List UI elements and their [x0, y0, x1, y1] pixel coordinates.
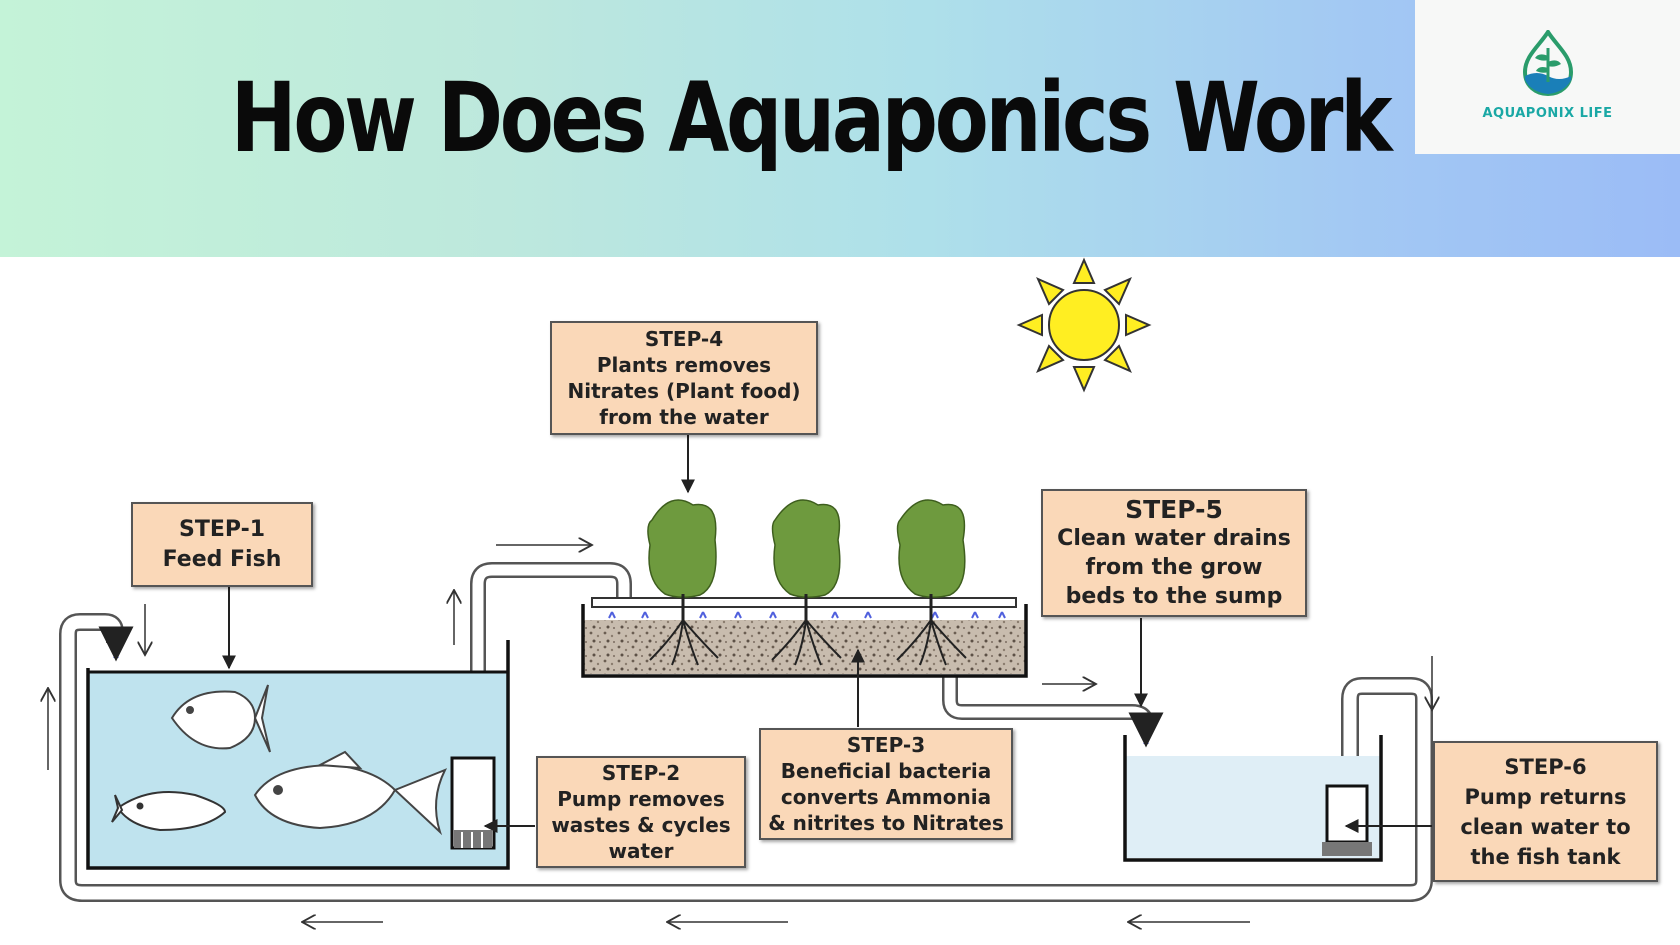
step-3-text-1: Beneficial bacteria	[780, 759, 992, 783]
step-1-box: STEP-1 Feed Fish	[131, 502, 313, 587]
aquaponix-logo-icon	[1522, 30, 1574, 97]
step-2-text-1: Pump removes	[557, 787, 725, 811]
step-4-text-1: Plants removes	[596, 353, 772, 377]
step-3-box: STEP-3 Beneficial bacteria converts Ammo…	[759, 728, 1013, 840]
flow-arrow-icon	[48, 545, 1432, 922]
logo-text: AQUAPONIX LIFE	[1482, 106, 1613, 121]
step-5-text-1: Clean water drains	[1057, 526, 1291, 551]
step-6-text-3: the fish tank	[1470, 844, 1621, 869]
step-5-box: STEP-5 Clean water drains from the grow …	[1041, 489, 1307, 617]
plant-icon	[896, 499, 967, 666]
drip-icons	[608, 611, 1006, 619]
fish-icon	[253, 750, 448, 836]
page-title: How Does Aquaponics Work	[230, 62, 1393, 174]
step-6-text-1: Pump returns	[1464, 784, 1627, 809]
step-6-text-2: clean water to	[1460, 814, 1631, 839]
step-4-title: STEP-4	[644, 327, 724, 351]
step-4-text-2: Nitrates (Plant food)	[567, 379, 801, 403]
step-2-text-3: water	[608, 839, 674, 863]
step-6-box: STEP-6 Pump returns clean water to the f…	[1433, 741, 1658, 882]
return-pipe	[59, 613, 1433, 902]
step-5-text-3: beds to the sump	[1065, 584, 1283, 609]
step-1-title: STEP-1	[178, 516, 266, 542]
step-4-text-3: from the water	[599, 405, 769, 429]
step-3-title: STEP-3	[846, 733, 926, 757]
fish-icon	[111, 790, 227, 832]
step-4-box: STEP-4 Plants removes Nitrates (Plant fo…	[550, 321, 818, 435]
step-2-text-2: wastes & cycles	[551, 813, 731, 837]
step-5-title: STEP-5	[1125, 495, 1223, 524]
fish-tank	[86, 640, 510, 870]
step-pointer-arrows	[222, 435, 1432, 833]
step-2-box: STEP-2 Pump removes wastes & cycles wate…	[536, 756, 746, 868]
logo[interactable]: AQUAPONIX LIFE	[1415, 0, 1680, 154]
step-6-title: STEP-6	[1504, 754, 1587, 779]
step-5-text-2: from the grow	[1085, 555, 1263, 580]
fish-icon	[170, 684, 271, 753]
step-3-text-2: converts Ammonia	[780, 785, 992, 809]
pump-icon	[1322, 784, 1372, 856]
sun-icon	[1016, 257, 1152, 393]
aquaponics-diagram	[0, 257, 1680, 945]
step-3-text-3: & nitrites to Nitrates	[768, 811, 1004, 835]
step-1-text: Feed Fish	[162, 546, 282, 572]
step-2-title: STEP-2	[601, 761, 681, 785]
header-banner	[0, 0, 1680, 257]
feed-pipe	[470, 562, 632, 762]
plant-icon	[647, 499, 719, 666]
plant-icon	[771, 499, 842, 666]
pump-icon	[450, 756, 496, 850]
